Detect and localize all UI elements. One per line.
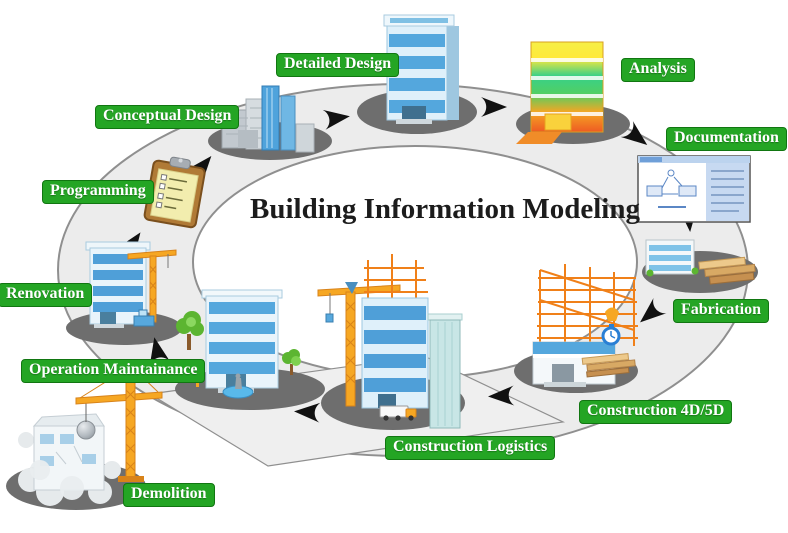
diagram-title: Building Information Modeling [250,193,640,225]
scaffold-top-icon [364,254,428,302]
scaffold-frame-icon [537,264,638,346]
stage-label-programming: Programming [42,180,154,205]
lumber-pile-icon [698,256,756,285]
arrow-detailed-analysis [481,97,507,117]
programming-clipboard-icon [143,156,206,229]
fountain-icon [222,373,254,399]
arrow-operation-renovation [149,337,170,365]
construction-4d5d-icon [532,264,638,387]
construction-logistics-icon [317,254,463,429]
stage-label-demolition: Demolition [123,483,215,508]
conceptual-design-buildings-icon [221,85,315,153]
arrow-4d5d-logistics [488,385,515,406]
analysis-building-icon [516,41,604,144]
stage-label-detailed-design: Detailed Design [276,53,400,78]
arrow-analysis-documentation [620,121,648,146]
arrow-conceptual-detailed [322,109,350,130]
stage-label-construction-logistics: Construction Logistics [385,436,556,461]
tree-icon-small [282,349,301,375]
hook-icon [605,307,619,321]
arrow-fabrication-4d5d [640,297,667,323]
lumber-planks-icon [581,352,636,378]
tower-crane-icon [317,282,401,407]
stopwatch-icon [601,324,621,346]
stage-label-construction-4d5d: Construction 4D/5D [579,400,733,425]
operation-maintainance-icon [176,289,301,399]
small-crane-icon [127,249,177,327]
documentation-diagram-icon [637,155,751,223]
stage-label-documentation: Documentation [666,127,787,152]
wrecking-ball-icon [76,420,96,440]
detailed-design-building-icon [383,14,459,124]
stage-label-analysis: Analysis [621,58,695,83]
stage-label-fabrication: Fabrication [673,299,769,324]
stage-label-operation-maintainance: Operation Maintainance [21,359,206,384]
stage-label-conceptual-design: Conceptual Design [95,105,240,130]
stage-label-renovation: Renovation [0,283,93,308]
glass-tower-icon [427,313,463,429]
truck-icon [379,405,417,421]
arrow-logistics-operation [294,402,321,423]
tree-icon [176,311,204,350]
fabrication-icon [645,239,756,285]
